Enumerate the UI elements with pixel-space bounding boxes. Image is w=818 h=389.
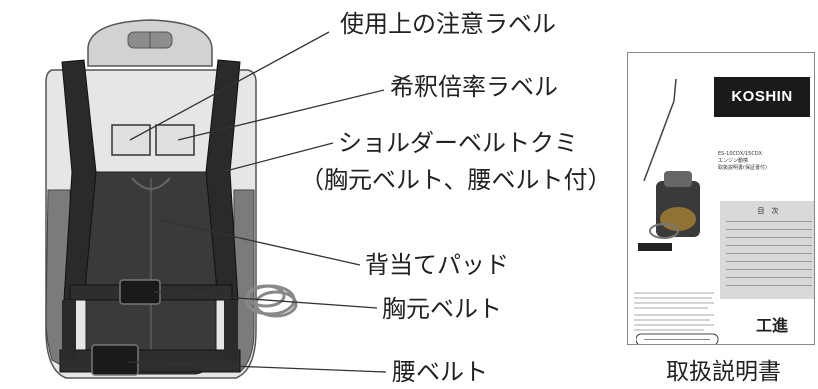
manual-body-text-lines	[634, 292, 714, 331]
manual-model-line: エンジン動噴	[718, 158, 749, 164]
leader-pad	[159, 219, 361, 266]
toc-row	[726, 245, 812, 246]
back-pad-text: 背当てパッド	[365, 251, 509, 279]
dilution-sticker	[155, 124, 195, 156]
manual-model-line: ES-10CDX/15CDX	[718, 151, 763, 157]
manual-logo: 工進	[756, 316, 789, 335]
manual-toc: 目 次	[720, 201, 814, 299]
leader-shoulder	[221, 142, 334, 173]
toc-row	[726, 237, 812, 238]
manual-cover: KOSHIN ES-10CDX/15CDX エンジン動噴 取扱説明書(保証書付)…	[627, 52, 815, 345]
toc-row	[726, 261, 812, 262]
toc-row	[726, 269, 812, 270]
toc-row	[726, 277, 812, 278]
leader-chest	[153, 291, 378, 309]
toc-row	[726, 221, 812, 222]
waist-belt-text: 腰ベルト	[392, 358, 488, 386]
manual-model-line: 取扱説明書(保証書付)	[718, 165, 767, 171]
leader-caution	[129, 31, 330, 141]
manual-model-lines: ES-10CDX/15CDX エンジン動噴 取扱説明書(保証書付)	[718, 151, 767, 172]
hose-coil	[244, 284, 298, 318]
shoulder-belt-text-2: （胸元ベルト、腰ベルト付）	[300, 166, 612, 194]
manual-toc-title: 目 次	[757, 207, 779, 215]
chest-belt-text: 胸元ベルト	[382, 295, 502, 323]
dilution-label-text: 希釈倍率ラベル	[390, 73, 558, 101]
caution-label-text: 使用上の注意ラベル	[340, 10, 556, 38]
toc-row	[726, 285, 812, 286]
toc-row	[726, 229, 812, 230]
shoulder-belt-text-1: ショルダーベルトクミ	[338, 129, 578, 157]
waist-belt-shape	[59, 349, 241, 373]
manual-sprayer-illustration	[638, 78, 700, 251]
leader-waist	[127, 361, 387, 373]
waist-buckle	[91, 344, 139, 376]
manual-caption: 取扱説明書	[666, 359, 781, 385]
manual-brand: KOSHIN	[714, 77, 810, 117]
toc-row	[726, 253, 812, 254]
leader-dilution	[177, 89, 385, 141]
manual-warning-pill	[636, 333, 719, 344]
sprayer-illustration	[45, 19, 298, 379]
leader-lines	[127, 31, 387, 373]
